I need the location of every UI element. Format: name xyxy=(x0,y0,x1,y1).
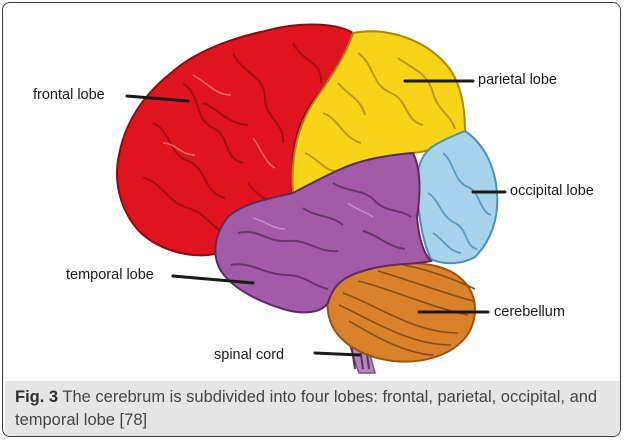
figure-number: Fig. 3 xyxy=(15,388,58,406)
occipital-lobe-shape xyxy=(417,131,498,263)
brain-illustration: frontal lobe parietal lobe occipital lob… xyxy=(3,3,621,383)
figure-caption: Fig. 3 The cerebrum is subdivided into f… xyxy=(15,386,615,432)
caption-box: Fig. 3 The cerebrum is subdivided into f… xyxy=(5,381,621,437)
spinal-cord-label: spinal cord xyxy=(214,347,284,363)
spinal-cord-pointer xyxy=(315,353,359,355)
figure-frame: frontal lobe parietal lobe occipital lob… xyxy=(2,2,621,437)
temporal-lobe-label: temporal lobe xyxy=(66,267,154,283)
frontal-lobe-label: frontal lobe xyxy=(33,87,105,103)
cerebellum-label: cerebellum xyxy=(494,304,565,320)
parietal-lobe-label: parietal lobe xyxy=(478,72,557,88)
occipital-lobe-label: occipital lobe xyxy=(510,183,594,199)
caption-text: The cerebrum is subdivided into four lob… xyxy=(15,388,597,429)
